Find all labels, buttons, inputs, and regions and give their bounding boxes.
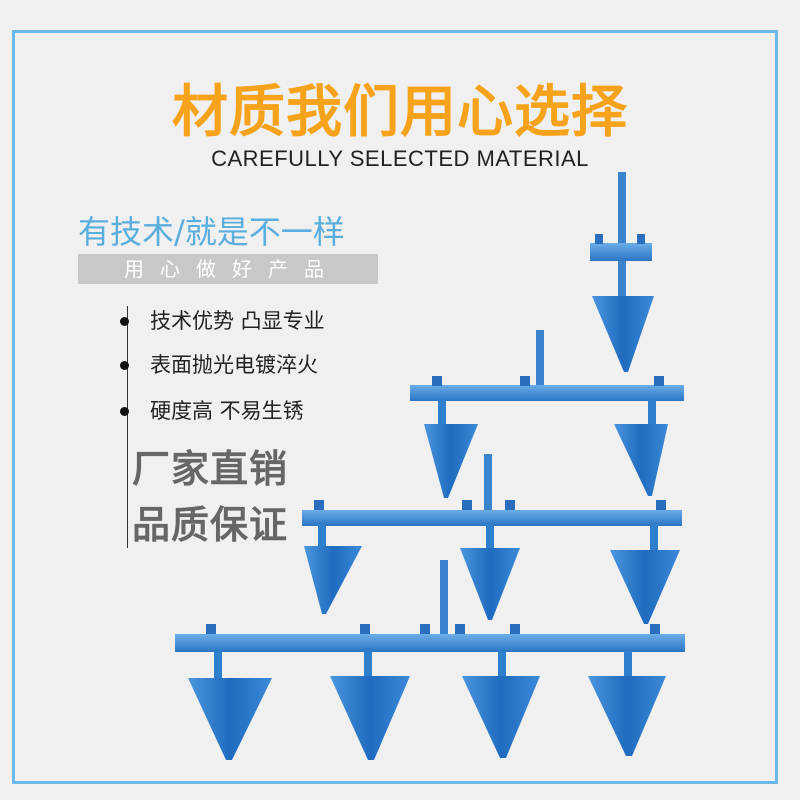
page-frame (12, 30, 778, 784)
feature-text: 表面抛光电镀淬火 (150, 353, 318, 377)
feature-text: 技术优势 凸显专业 (150, 309, 325, 333)
title-english: CAREFULLY SELECTED MATERIAL (211, 146, 589, 171)
four-share-rig (175, 560, 685, 760)
single-share-rig (590, 172, 654, 372)
tagline-sub: 用心做好产品 (124, 257, 340, 281)
feature-text: 硬度高 不易生锈 (150, 399, 304, 423)
bullet-icon (120, 361, 129, 370)
tagline-band: 用心做好产品 (78, 254, 378, 284)
promo-line-factory-direct: 厂家直销 (132, 447, 289, 491)
feature-divider-line (127, 306, 128, 548)
title-chinese: 材质我们用心选择 (172, 80, 628, 145)
promo-line-quality: 品质保证 (132, 503, 289, 547)
three-share-rig (302, 454, 682, 624)
two-share-rig (410, 330, 684, 498)
bullet-icon (120, 317, 129, 326)
bullet-icon (120, 407, 129, 416)
tagline-main: 有技术/就是不一样 (78, 213, 345, 251)
